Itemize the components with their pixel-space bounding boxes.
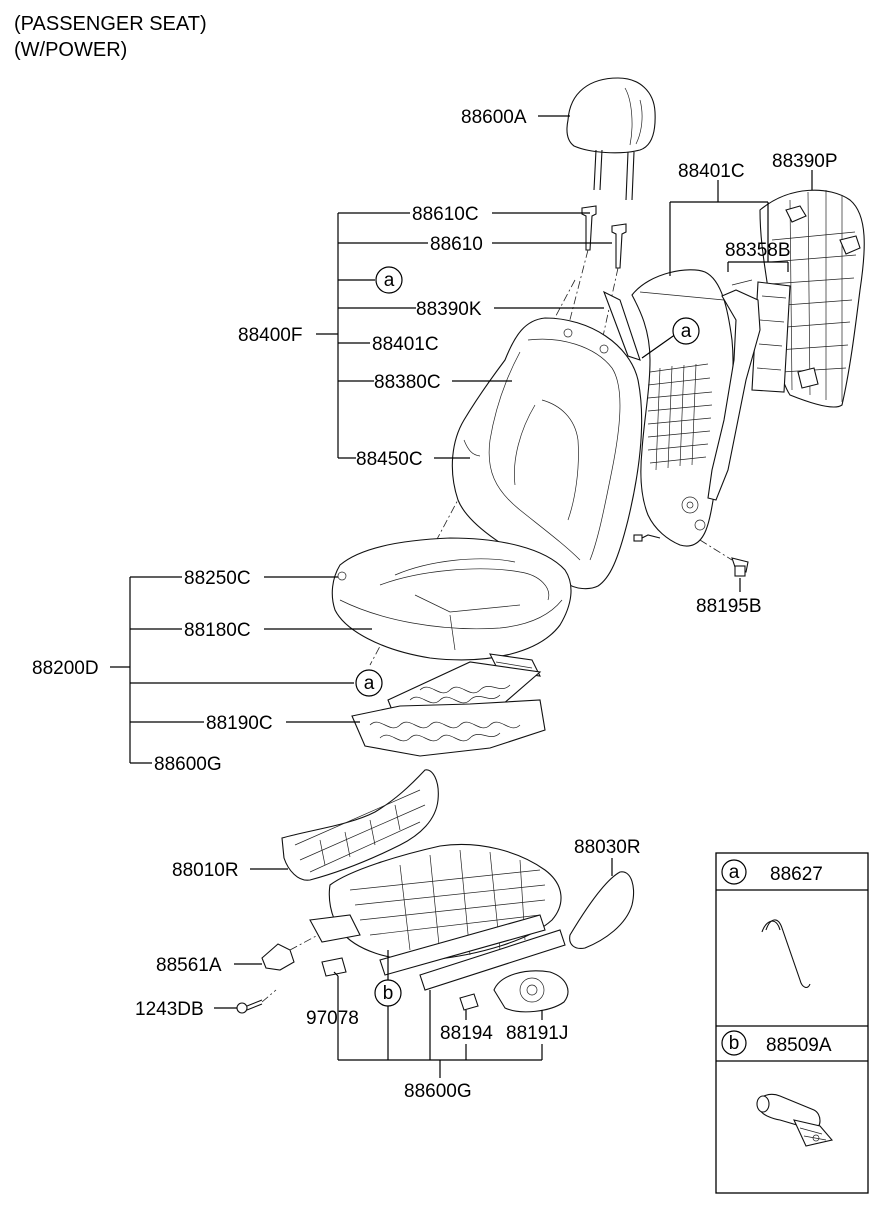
svg-text:a: a [384,270,395,291]
callout-a-upper: a [375,266,403,294]
svg-text:b: b [383,983,394,1004]
heater-mat-lower [351,699,546,757]
svg-text:a: a [729,862,740,883]
side-cover [281,769,439,881]
callout-a-cushion: a [355,669,383,697]
label-88400F: 88400F [238,325,302,346]
legend-part-88509A: 88509A [766,1035,832,1056]
screw-1243DB [236,989,277,1014]
svg-text:a: a [364,673,375,694]
legend-callout-b: b [721,1030,747,1056]
label-1243DB: 1243DB [135,999,204,1020]
label-88190C: 88190C [206,713,273,734]
label-88600G-mid: 88600G [154,754,222,775]
wire-clip-drawing [765,919,811,989]
label-88561A: 88561A [156,955,222,976]
label-88250C: 88250C [184,568,251,589]
diagram-title-line2: (W/POWER) [14,39,127,61]
headrest [566,77,656,201]
label-88450C: 88450C [356,449,423,470]
label-88600G-bottom: 88600G [404,1081,472,1102]
label-88380C: 88380C [374,372,441,393]
label-88200D: 88200D [32,658,99,679]
back-side-rail [707,289,761,501]
svg-text:a: a [681,321,692,342]
front-shield [569,871,635,949]
svg-text:b: b [729,1033,740,1054]
motor-drawing [756,1093,834,1147]
seat-back-cover [451,317,643,590]
label-88610C: 88610C [412,204,479,225]
leader-lines [110,115,813,1078]
legend-callout-a: a [721,859,747,885]
label-88194: 88194 [440,1023,493,1044]
lumbar-support [731,279,791,393]
callout-a-right: a [672,317,700,345]
label-88010R: 88010R [172,860,239,881]
back-panel-88390K [602,290,641,361]
legend-box: a 88627 b 88509A [715,852,869,1194]
label-88195B: 88195B [696,596,762,617]
seat-back-frame [631,269,734,547]
label-88358B: 88358B [725,240,791,261]
label-88191J: 88191J [506,1023,568,1044]
motor-88191J [493,970,569,1013]
callout-b-frame: b [374,979,402,1007]
diagram-title-line1: (PASSENGER SEAT) [14,13,207,35]
label-88610: 88610 [430,234,483,255]
label-88180C: 88180C [184,620,251,641]
seat-frame [309,843,566,991]
bolt-88195B [699,539,749,577]
label-97078: 97078 [306,1008,359,1029]
legend-part-88627: 88627 [770,864,823,885]
clip-88194 [459,993,479,1011]
connector-97078 [321,957,347,977]
seat-cushion [331,537,572,661]
label-88390K: 88390K [416,299,482,320]
label-88390P: 88390P [772,151,838,172]
label-88600A: 88600A [461,107,527,128]
label-88401C: 88401C [372,334,439,355]
label-88030R: 88030R [574,837,641,858]
part-labels: 88600A 88401C 88390P 88610C 88610 88358B… [32,107,838,1102]
label-88401C-top: 88401C [678,161,745,182]
bracket-88561A [261,934,319,971]
